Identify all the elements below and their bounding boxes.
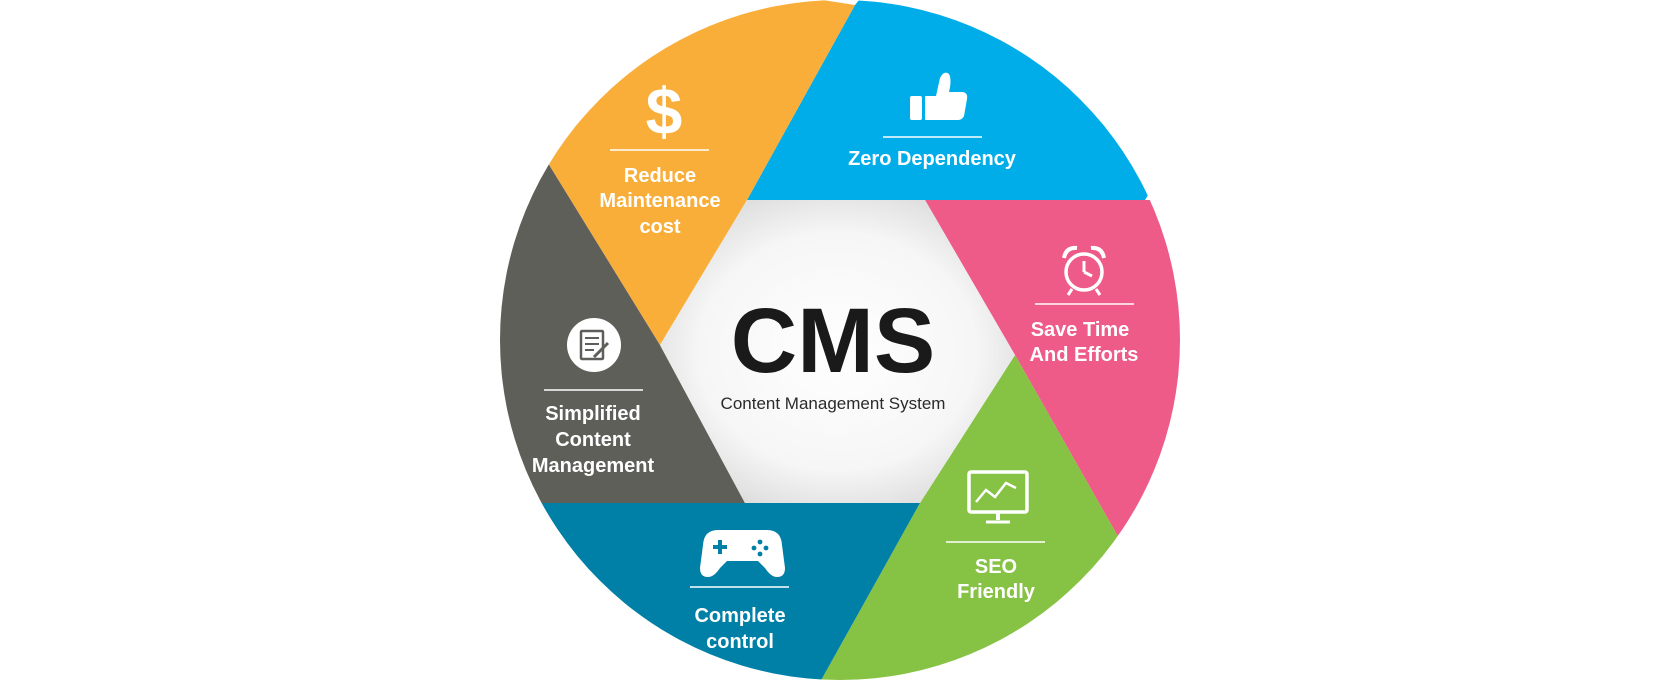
document-edit-icon [567, 318, 621, 372]
label-reduce-maintenance-1: Reduce [624, 165, 696, 187]
cms-title: CMS [731, 290, 935, 392]
label-complete-control-2: control [706, 631, 774, 653]
segment-save-time [925, 200, 1180, 540]
label-complete-control-1: Complete [694, 605, 785, 627]
label-simplified-content-1: Simplified [545, 403, 641, 425]
alarm-clock-icon [1062, 245, 1106, 296]
segment-group-zero-dependency: Zero Dependency [848, 72, 1017, 170]
label-zero-dependency-1: Zero Dependency [848, 148, 1017, 170]
gamepad-icon [700, 530, 785, 577]
label-save-time-2: And Efforts [1030, 344, 1139, 366]
label-reduce-maintenance-2: Maintenance [599, 190, 720, 212]
label-simplified-content-3: Management [532, 455, 655, 477]
segment-group-simplified-content: Simplified Content Management [532, 318, 655, 477]
segment-simplified-content [500, 150, 745, 503]
cms-subtitle: Content Management System [721, 394, 946, 413]
dollar-icon: $ [646, 74, 683, 148]
segment-group-save-time: Save Time And Efforts [1030, 245, 1139, 366]
label-seo-friendly-2: Friendly [957, 581, 1036, 603]
label-seo-friendly-1: SEO [975, 556, 1017, 578]
segment-group-reduce-maintenance: $ Reduce Maintenance cost [599, 74, 720, 238]
monitor-chart-icon [967, 470, 1029, 524]
thumbs-up-icon [910, 72, 968, 120]
label-save-time-1: Save Time [1031, 319, 1130, 341]
label-simplified-content-2: Content [555, 429, 631, 451]
center-hexagon [660, 200, 1015, 503]
label-reduce-maintenance-3: cost [639, 216, 680, 238]
segment-group-complete-control: Complete control [690, 530, 789, 653]
segment-group-seo-friendly: SEO Friendly [946, 470, 1045, 603]
